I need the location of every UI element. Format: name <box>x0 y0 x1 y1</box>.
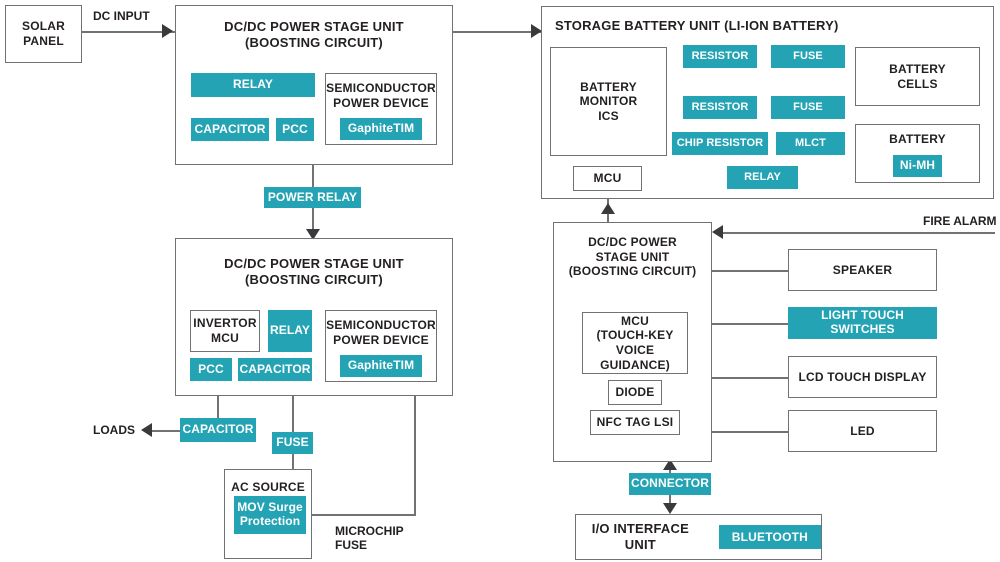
battery-label: BATTERY <box>889 132 946 146</box>
chip-pcc-top[interactable]: PCC <box>276 118 314 141</box>
connector-dcdc-top-down <box>312 165 314 189</box>
connector-capacitor-drop <box>217 396 219 418</box>
chip-fuse-2[interactable]: FUSE <box>771 96 845 119</box>
battery-monitor-ics-box[interactable]: BATTERY MONITOR ICS <box>550 47 667 156</box>
connector-dcdc-to-storage <box>453 31 548 33</box>
connector-connector-to-io <box>669 495 671 509</box>
lcd-touch-display-box[interactable]: LCD TOUCH DISPLAY <box>788 356 937 398</box>
connector-microchip-fuse-horizontal <box>311 514 416 516</box>
chip-fuse-1[interactable]: FUSE <box>771 45 845 68</box>
chip-resistor-2[interactable]: RESISTOR <box>683 96 757 119</box>
connector-lcd-touch-display <box>712 377 788 379</box>
chip-capacitor-bottom[interactable]: CAPACITOR <box>238 358 312 381</box>
chip-resistor-1[interactable]: RESISTOR <box>683 45 757 68</box>
speaker-box[interactable]: SPEAKER <box>788 249 937 291</box>
loads-label: LOADS <box>93 423 135 437</box>
chip-mlct[interactable]: MLCT <box>776 132 845 155</box>
chip-fuse-output[interactable]: FUSE <box>272 432 313 454</box>
chip-relay-bottom[interactable]: RELAY <box>268 310 312 352</box>
io-interface-unit-box[interactable]: I/O INTERFACE UNIT BLUETOOTH <box>575 514 822 560</box>
arrowhead-to-storage <box>531 24 542 38</box>
solar-panel-label: SOLAR PANEL <box>22 19 65 48</box>
ac-source-title: AC SOURCE <box>231 480 305 494</box>
arrowhead-loads <box>141 423 152 437</box>
microchip-fuse-label: MICROCHIP FUSE <box>335 524 404 553</box>
invertor-mcu-label: INVERTOR MCU <box>193 316 257 345</box>
arrowhead-power-relay <box>306 229 320 240</box>
invertor-mcu-box[interactable]: INVERTOR MCU <box>190 310 260 352</box>
touch-key-mcu-label: MCU (TOUCH-KEY VOICE GUIDANCE) <box>596 313 674 372</box>
diode-box[interactable]: DIODE <box>608 380 662 405</box>
dcdc-bottom-title: DC/DC POWER STAGE UNIT (BOOSTING CIRCUIT… <box>224 256 404 287</box>
fire-alarm-label: FIRE ALARM <box>923 214 997 228</box>
connector-power-relay-down <box>312 206 314 236</box>
chip-capacitor-top[interactable]: CAPACITOR <box>191 118 269 141</box>
chip-connector[interactable]: CONNECTOR <box>629 473 711 495</box>
arrowhead-to-mcu <box>601 203 615 214</box>
battery-monitor-ics-label: BATTERY MONITOR ICS <box>579 79 638 123</box>
chip-gaphitetim-bottom[interactable]: GaphiteTIM <box>340 355 422 377</box>
chip-power-relay[interactable]: POWER RELAY <box>264 187 361 208</box>
chip-pcc-bottom[interactable]: PCC <box>190 358 232 381</box>
arrowhead-fire-alarm <box>712 225 723 239</box>
storage-mcu-box[interactable]: MCU <box>573 166 642 191</box>
io-interface-unit-label: I/O INTERFACE UNIT <box>591 521 689 552</box>
arrowhead-connector-down <box>663 503 677 514</box>
chip-light-touch-switches[interactable]: LIGHT TOUCH SWITCHES <box>788 307 937 339</box>
solar-panel-box[interactable]: SOLAR PANEL <box>5 5 82 63</box>
battery-cells-box[interactable]: BATTERY CELLS <box>855 47 980 106</box>
led-box[interactable]: LED <box>788 410 937 452</box>
chip-relay-top[interactable]: RELAY <box>191 73 315 97</box>
arrowhead-dc-input <box>162 24 173 38</box>
chip-ni-mh[interactable]: Ni-MH <box>893 155 942 177</box>
lcd-touch-display-label: LCD TOUCH DISPLAY <box>798 369 927 384</box>
storage-battery-unit-title: STORAGE BATTERY UNIT (LI-ION BATTERY) <box>555 18 839 33</box>
arrowhead-connector-up <box>663 459 677 470</box>
connector-fuse-to-acsource <box>292 452 294 470</box>
connector-fire-alarm <box>722 232 995 234</box>
dc-input-label: DC INPUT <box>93 9 150 23</box>
dcdc-right-title: DC/DC POWER STAGE UNIT (BOOSTING CIRCUIT… <box>568 235 697 279</box>
chip-relay-storage[interactable]: RELAY <box>727 166 798 189</box>
nfc-tag-lsi-box[interactable]: NFC TAG LSI <box>590 410 680 435</box>
connector-loads <box>150 430 185 432</box>
chip-capacitor-output[interactable]: CAPACITOR <box>180 418 256 442</box>
connector-fuse-drop <box>292 396 294 432</box>
touch-key-mcu-box[interactable]: MCU (TOUCH-KEY VOICE GUIDANCE) <box>582 312 688 374</box>
semiconductor-top-title: SEMICONDUCTOR POWER DEVICE <box>326 81 436 110</box>
chip-gaphitetim-top[interactable]: GaphiteTIM <box>340 118 422 140</box>
connector-light-touch-switches <box>712 323 788 325</box>
connector-microchip-fuse-vertical <box>414 396 416 516</box>
connector-speaker <box>712 270 788 272</box>
semiconductor-bottom-title: SEMICONDUCTOR POWER DEVICE <box>326 318 436 347</box>
chip-chip-resistor[interactable]: CHIP RESISTOR <box>672 132 768 155</box>
speaker-label: SPEAKER <box>832 262 893 277</box>
battery-cells-label: BATTERY CELLS <box>889 61 946 91</box>
nfc-tag-lsi-label: NFC TAG LSI <box>596 415 674 430</box>
diode-label: DIODE <box>615 385 655 400</box>
chip-bluetooth[interactable]: BLUETOOTH <box>718 524 821 550</box>
dcdc-top-title: DC/DC POWER STAGE UNIT (BOOSTING CIRCUIT… <box>224 19 404 50</box>
storage-mcu-label: MCU <box>593 171 622 186</box>
connector-solar-to-dcdc <box>82 31 177 33</box>
connector-led <box>712 431 788 433</box>
chip-mov-surge-protection[interactable]: MOV Surge Protection <box>234 496 306 534</box>
led-label: LED <box>850 423 875 438</box>
